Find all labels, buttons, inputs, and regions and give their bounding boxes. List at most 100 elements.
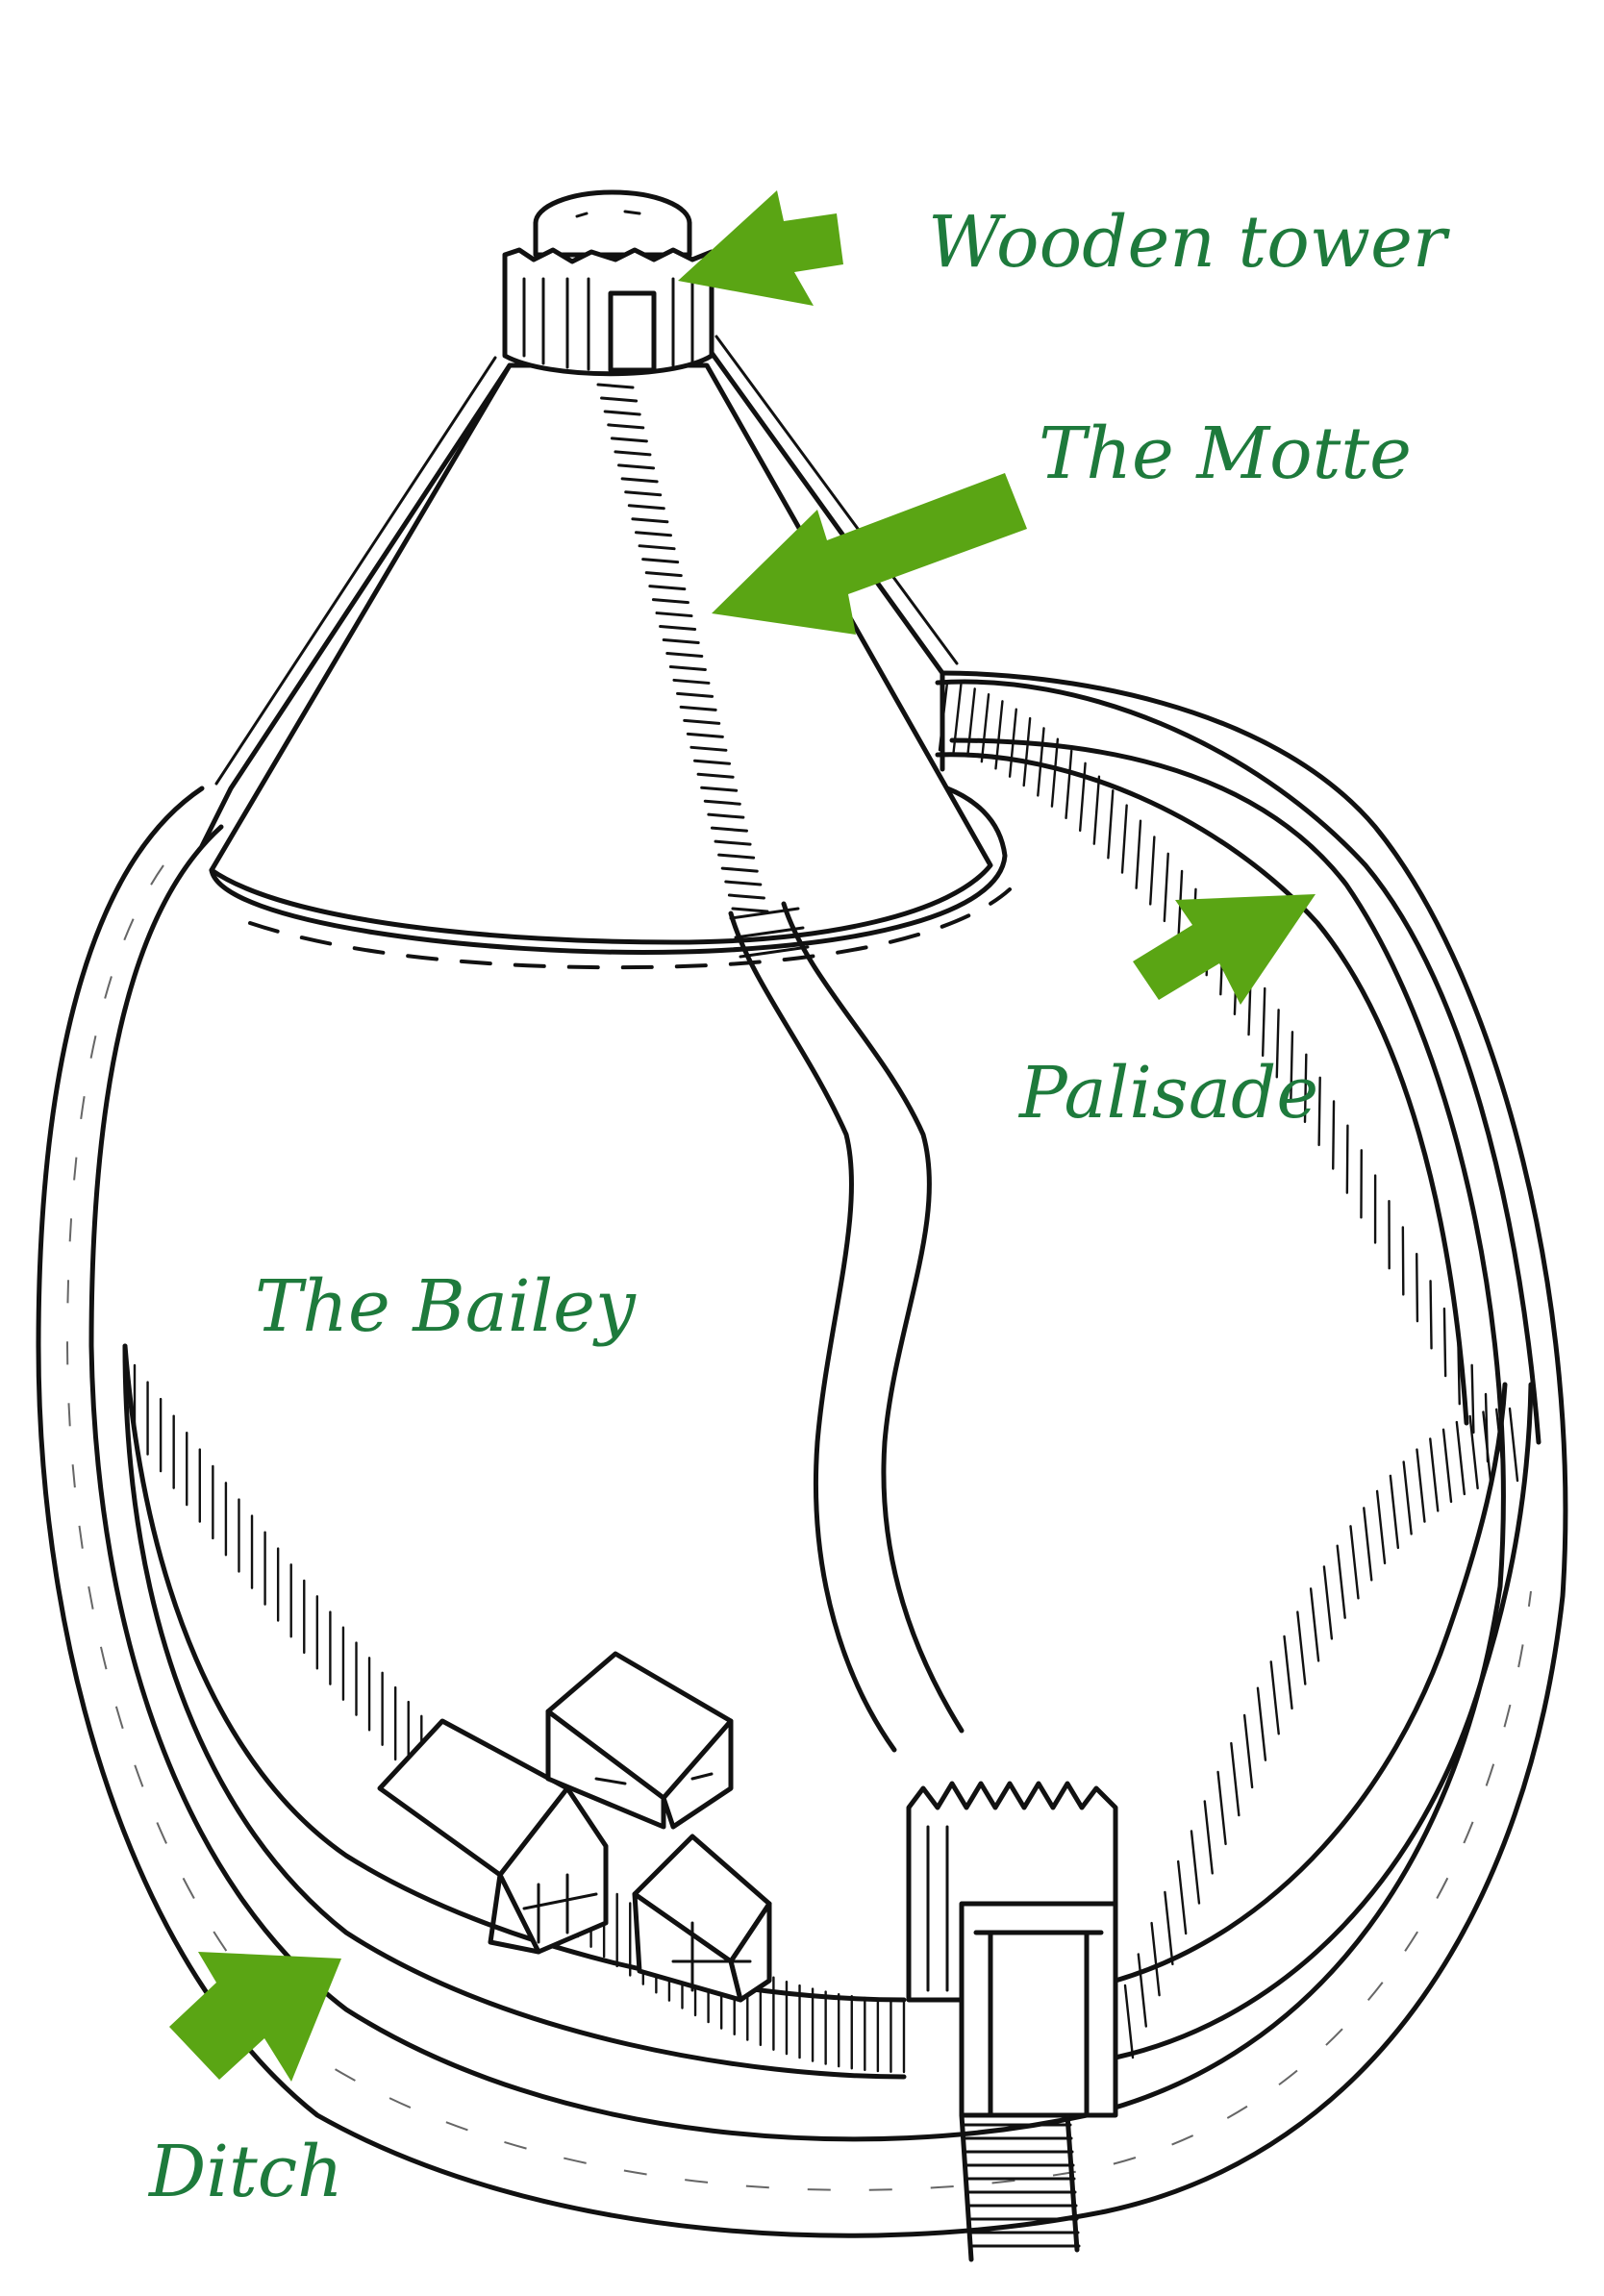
line-art-stroke (614, 450, 652, 457)
line-art-stroke (641, 558, 680, 564)
line-art-stroke (655, 611, 693, 618)
line-art-stroke (1455, 1420, 1466, 1496)
line-art-stroke (1120, 804, 1128, 874)
line-art-stroke (1176, 1859, 1188, 1935)
arrow-palisade (1133, 894, 1316, 1005)
line-art-stroke (1256, 1686, 1267, 1761)
line-art-stroke (683, 718, 721, 725)
line-art-stroke (686, 732, 724, 738)
line-art-stroke (1309, 1587, 1320, 1662)
line-art-stroke (1150, 1921, 1161, 1997)
line-art-stroke (1345, 1124, 1349, 1194)
line-art-stroke (1216, 1770, 1227, 1846)
line-art-stroke (1349, 1525, 1360, 1600)
line-art-stroke (1137, 1953, 1147, 2028)
line-art-stroke (1135, 819, 1142, 889)
arrow-ditch (169, 1952, 341, 2082)
line-art-stroke (1149, 836, 1156, 906)
palisade-front-right-top (1113, 1382, 1508, 1984)
line-art-stroke (1261, 986, 1266, 1058)
ditch-bridge (959, 2112, 1081, 2262)
line-art-stroke (1495, 1408, 1506, 1484)
line-art-stroke (1078, 761, 1087, 833)
line-art-stroke (620, 477, 659, 484)
line-art-stroke (720, 866, 759, 873)
label-the-bailey: The Bailey (255, 1265, 636, 1348)
motte-base-ring-dashes (248, 887, 1012, 970)
line-art-stroke (1230, 1741, 1241, 1817)
label-ditch: Ditch (149, 2131, 343, 2213)
line-art-stroke (610, 437, 648, 443)
line-art-stroke (1163, 852, 1169, 923)
line-art-stroke (1332, 1100, 1336, 1170)
line-art-stroke (1269, 1660, 1280, 1735)
bailey-path-left (728, 911, 897, 1753)
line-art-stroke (627, 504, 665, 511)
line-art-stroke (634, 531, 672, 537)
line-art-stroke (1416, 1252, 1419, 1323)
line-art-stroke (724, 880, 763, 886)
label-palisade: Palisade (1019, 1052, 1319, 1135)
line-art-stroke (600, 396, 639, 403)
line-art-stroke (696, 772, 735, 779)
ditch-outer-edge (36, 670, 1568, 2238)
line-art-stroke (689, 745, 728, 752)
bridge-on-ring (729, 907, 810, 959)
line-art-stroke (679, 705, 717, 711)
line-art-stroke (952, 683, 963, 754)
line-art-stroke (693, 759, 732, 765)
arrow-motte (712, 473, 1027, 635)
line-art-stroke (1065, 749, 1073, 820)
line-art-stroke (966, 687, 976, 758)
line-art-stroke (1470, 1363, 1475, 1435)
line-art-stroke (1429, 1437, 1440, 1512)
bailey-buildings (377, 1651, 772, 2003)
line-art-stroke (1242, 1713, 1254, 1789)
line-art-stroke (731, 907, 769, 913)
motte-palisade-left (199, 362, 513, 849)
line-art-stroke (1022, 716, 1032, 787)
palisade-front-right-bottom (1113, 1382, 1534, 2060)
palisade-back-top (935, 752, 1469, 1426)
motte-base-ring (209, 786, 1008, 955)
ditch-inner-edge (88, 737, 1506, 2142)
line-art-stroke (624, 490, 663, 497)
line-art-stroke (644, 571, 683, 578)
ditch-dashes (65, 864, 1532, 2191)
line-art-stroke (662, 638, 700, 645)
line-art-stroke (1296, 1610, 1307, 1685)
line-art-stroke (1283, 1635, 1293, 1710)
line-art-stroke (638, 544, 676, 551)
line-art-stroke (1508, 1407, 1519, 1483)
line-art-stroke (1336, 1544, 1346, 1619)
line-art-stroke (1050, 737, 1060, 808)
motte-steps (596, 383, 769, 913)
motte-palisade-right-inner (714, 335, 959, 665)
line-art-stroke (603, 410, 641, 416)
line-art-stroke (1441, 1428, 1453, 1504)
palisade-back (935, 679, 1541, 1445)
line-art-stroke (717, 853, 756, 860)
line-art-stroke (1457, 1335, 1461, 1406)
line-art-stroke (1203, 1800, 1214, 1875)
line-art-stroke (659, 625, 697, 632)
line-art-stroke (1123, 1984, 1135, 2059)
palisade-stakes-front (133, 1363, 1519, 2074)
palisade-front-bottom (122, 1343, 907, 2080)
line-art-stroke (607, 423, 645, 430)
line-art-stroke (1037, 727, 1045, 797)
line-art-stroke (1290, 1031, 1294, 1101)
line-art-stroke (1442, 1307, 1447, 1378)
line-art-stroke (710, 826, 748, 833)
line-art-stroke (1303, 1053, 1308, 1123)
line-art-stroke (676, 691, 714, 698)
line-art-stroke (980, 693, 990, 763)
line-art-stroke (1107, 789, 1115, 860)
line-art-stroke (1429, 1280, 1433, 1350)
line-art-stroke (672, 678, 711, 685)
label-wooden-tower: Wooden tower (928, 201, 1447, 284)
line-art-stroke (1468, 1414, 1479, 1490)
line-art-stroke (1190, 1830, 1201, 1905)
label-the-motte: The Motte (1039, 412, 1412, 495)
